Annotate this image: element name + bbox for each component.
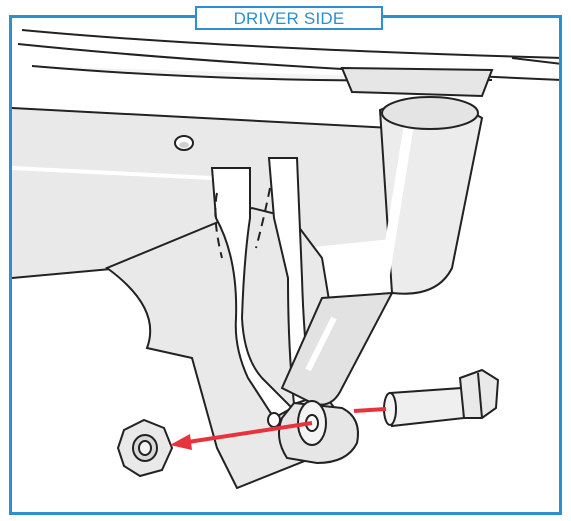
arrow-head: [170, 434, 192, 450]
direction-arrows: [170, 407, 387, 450]
leaf-spring: [17, 29, 559, 98]
install-illustration: [12, 29, 559, 490]
shock-absorber: [280, 96, 484, 406]
driver-side-label: DRIVER SIDE: [195, 6, 383, 30]
hex-nut: [116, 418, 174, 478]
rivet-hole: [174, 135, 194, 151]
diagram-frame: [9, 15, 562, 515]
shock-eye: [267, 400, 359, 465]
mounting-bolt: [383, 368, 500, 428]
